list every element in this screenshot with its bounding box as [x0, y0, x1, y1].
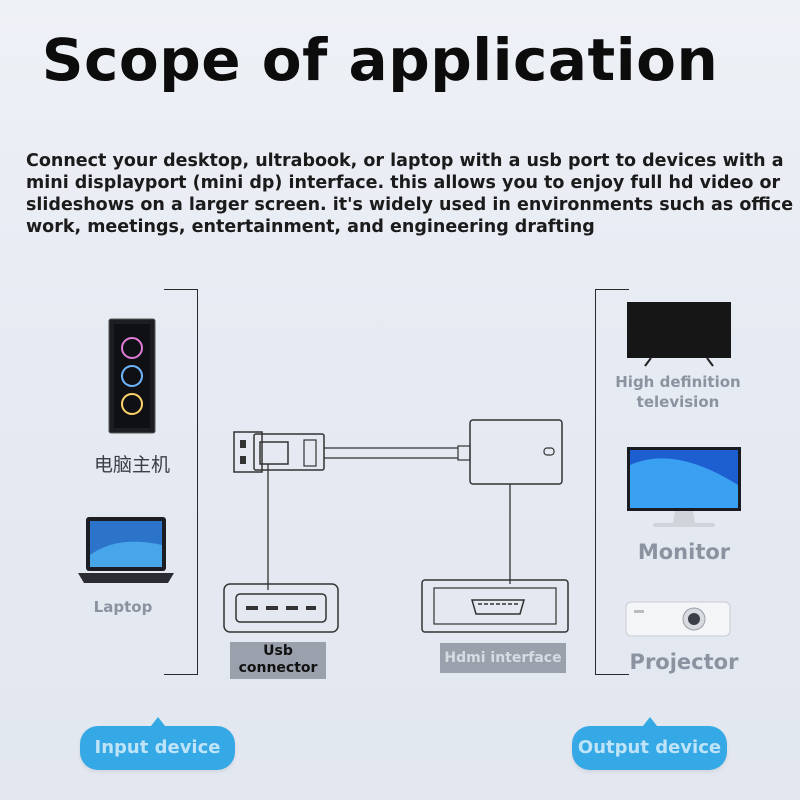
projector-icon: [625, 601, 731, 637]
desktop-label: 电脑主机: [93, 454, 170, 476]
adapter-diagram: [223, 419, 569, 633]
input-bracket: [164, 289, 198, 675]
laptop-label: Laptop: [93, 598, 153, 616]
tv-label: High definition television: [615, 373, 741, 411]
laptop-icon: [78, 517, 174, 583]
desktop-tower-icon: [108, 318, 156, 434]
description-text: Connect your desktop, ultrabook, or lapt…: [26, 151, 794, 237]
usb-connector-label: Usb connector: [230, 642, 326, 679]
output-bracket: [595, 289, 629, 675]
input-device-button[interactable]: Input device: [80, 717, 235, 770]
monitor-icon: [627, 447, 741, 527]
page-title: Scope of application: [41, 26, 719, 94]
monitor-label: Monitor: [637, 540, 731, 564]
hdmi-interface-label: Hdmi interface: [440, 643, 566, 673]
output-device-button[interactable]: Output device: [572, 717, 727, 770]
tv-icon: [627, 302, 731, 367]
projector-label: Projector: [629, 650, 739, 674]
